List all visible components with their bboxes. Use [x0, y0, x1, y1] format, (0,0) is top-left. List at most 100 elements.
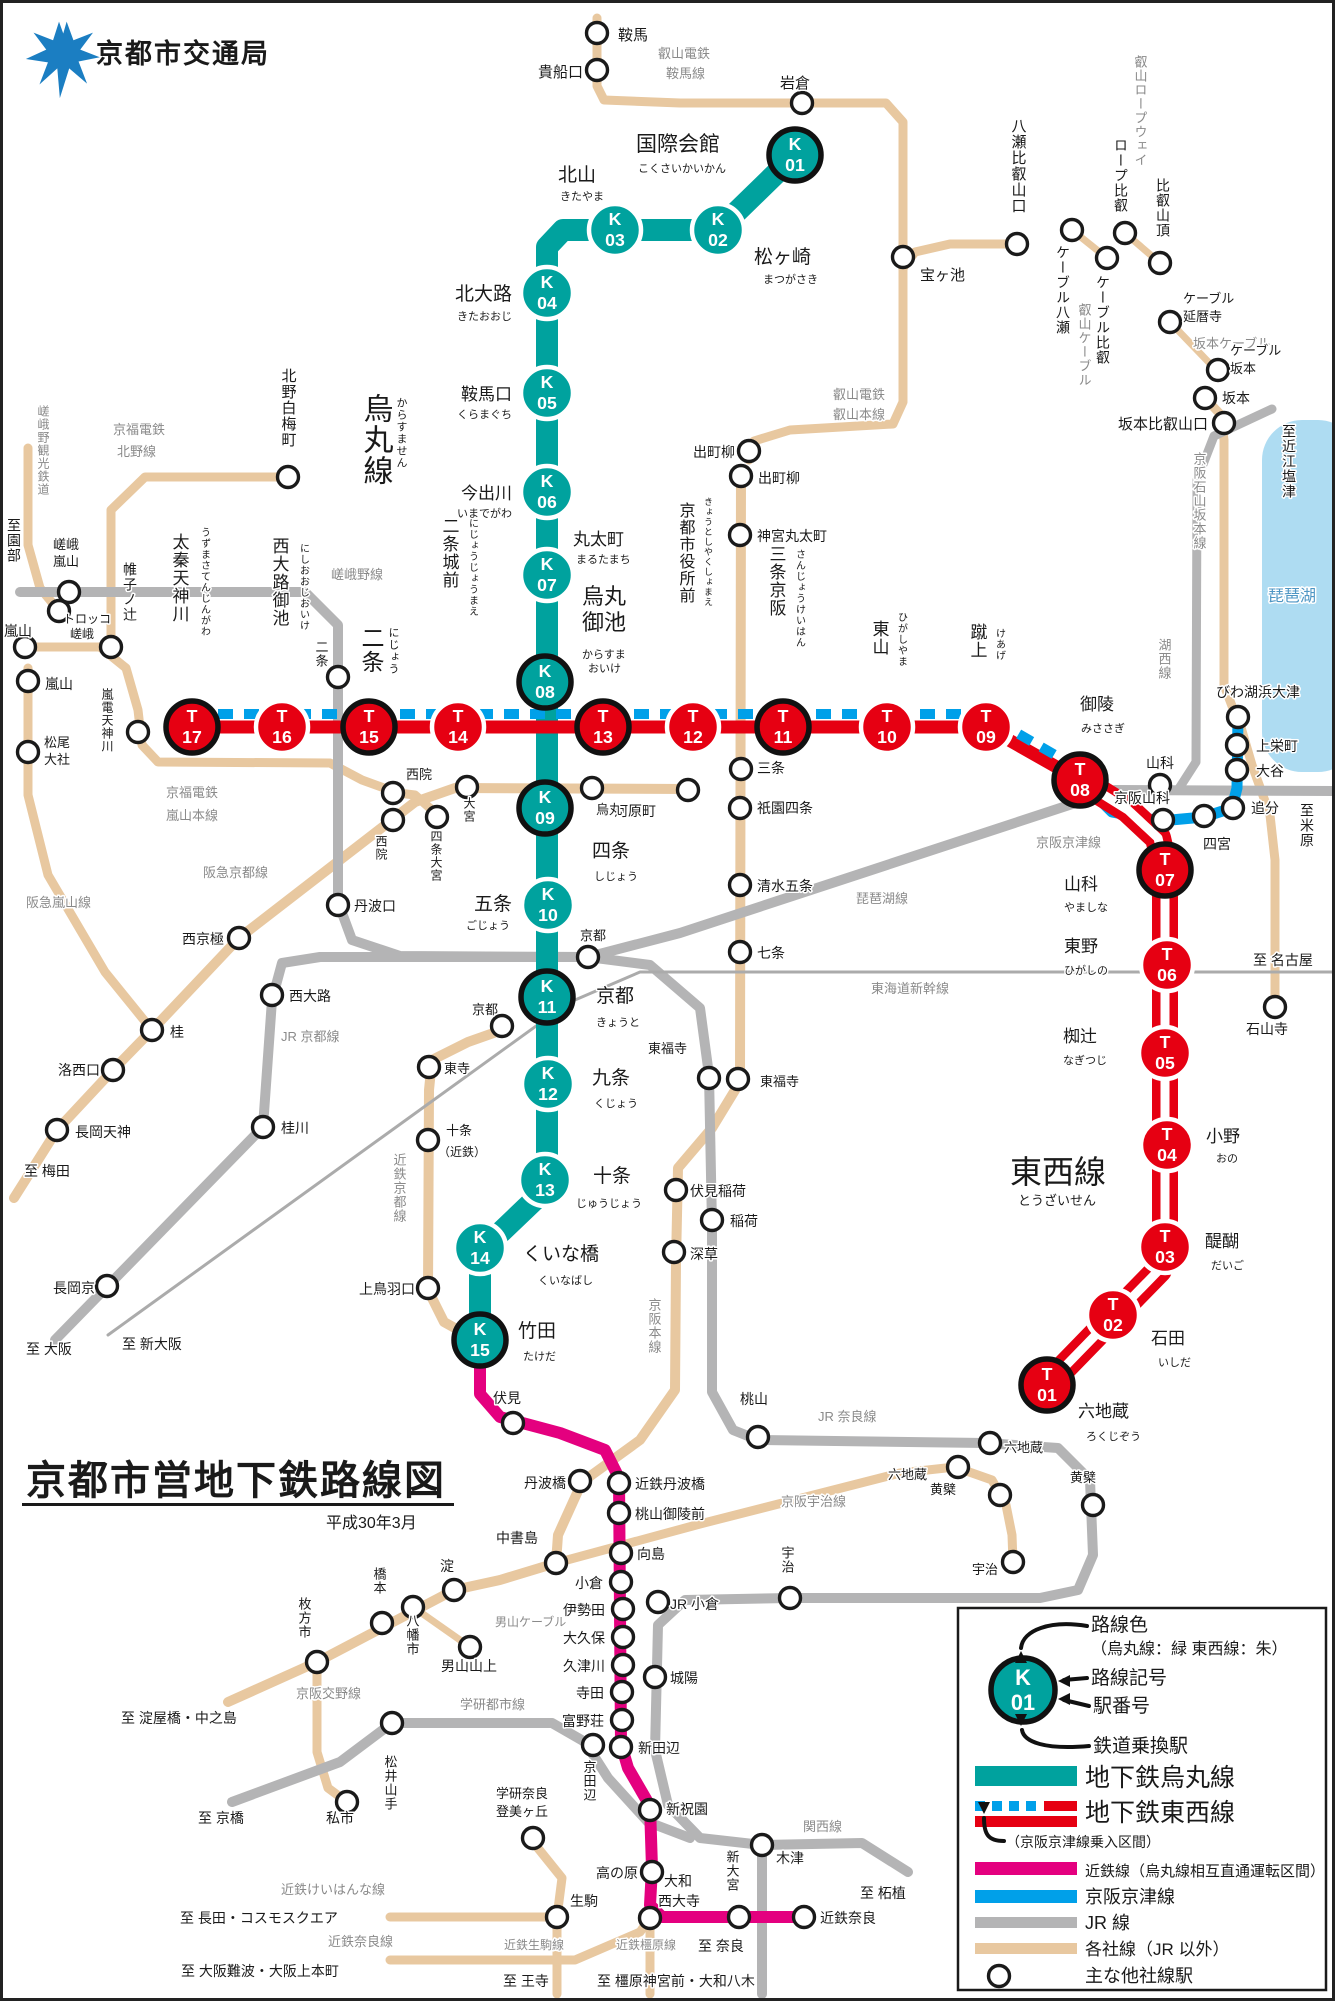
- label-至 京橋: 至 京橋: [198, 1810, 244, 1826]
- label-東海道新幹線: 東海道新幹線: [871, 981, 949, 996]
- station-烏丸: [579, 775, 605, 801]
- station-山科-JR: [1147, 772, 1173, 798]
- label-こくさいかいかん: こくさいかいかん: [638, 162, 726, 175]
- station-T01-letter: T: [1042, 1364, 1053, 1384]
- station-T07-letter: T: [1160, 849, 1171, 869]
- station-T12-letter: T: [688, 706, 699, 726]
- station-T07: T07: [1136, 841, 1194, 899]
- station-T06: T06: [1138, 936, 1196, 994]
- label-琵琶湖: 琵琶湖: [1268, 587, 1316, 605]
- label-（近鉄）: （近鉄）: [438, 1144, 486, 1159]
- label-登美ヶ丘: 登美ヶ丘: [496, 1804, 548, 1819]
- label-坂本: 坂本: [1222, 390, 1250, 406]
- legend-bar-近鉄線（烏丸線相互直通運転区間）: [975, 1862, 1077, 1875]
- station-出町柳-叡山: [736, 438, 762, 464]
- line-hankyu-kyoto: [9, 783, 693, 1203]
- station-T14: T14: [429, 698, 487, 756]
- station-大宮: [454, 774, 480, 800]
- station-T04-letter: T: [1162, 1124, 1173, 1144]
- station-黄檗-京阪: [987, 1482, 1013, 1508]
- label-中書島: 中書島: [496, 1530, 538, 1546]
- label-枚方市: 枚方市: [297, 1597, 312, 1639]
- station-T09-circle: [957, 698, 1015, 756]
- label-西大路: 西大路: [289, 988, 331, 1004]
- label-大社: 大社: [44, 752, 70, 767]
- station-T03-letter: T: [1160, 1226, 1171, 1246]
- label-国際会館: 国際会館: [636, 133, 720, 156]
- label-富野荘: 富野荘: [562, 1713, 604, 1729]
- station-T06-letter: T: [1162, 944, 1173, 964]
- station-洛西口: [100, 1057, 126, 1083]
- label-稲荷: 稲荷: [730, 1213, 758, 1229]
- label-近鉄京都線: 近鉄京都線: [392, 1153, 407, 1223]
- label-京阪京津線: 京阪京津線: [1036, 835, 1101, 850]
- line-kintetsu-tomigaoka: [528, 1837, 567, 1922]
- station-木津: [749, 1832, 775, 1858]
- station-K15: K15: [451, 1311, 509, 1369]
- station-T15-number: 15: [359, 727, 379, 747]
- label-大谷: 大谷: [1256, 763, 1284, 779]
- label-しじょう: しじょう: [594, 870, 638, 883]
- label-北大路: 北大路: [455, 283, 512, 305]
- station-久津川: [610, 1652, 636, 1678]
- label-京阪石山坂本線: 京阪石山坂本線: [1192, 452, 1207, 550]
- label-ごじょう: ごじょう: [466, 918, 510, 932]
- station-T11-letter: T: [778, 706, 789, 726]
- label-桂川: 桂川: [281, 1120, 309, 1136]
- station-T13: T13: [574, 698, 632, 756]
- legend-arrowhead: [1058, 1675, 1070, 1687]
- station-K10-letter: K: [542, 884, 555, 904]
- station-K05-number: 05: [537, 393, 557, 413]
- station-K11-circle: [518, 968, 576, 1026]
- label-坂本ケーブル: 坂本ケーブル: [1193, 336, 1270, 351]
- station-K07: K07: [518, 546, 576, 604]
- station-T03-number: 03: [1155, 1247, 1175, 1267]
- label-トロッコ: トロッコ: [63, 612, 111, 626]
- label-松ヶ崎: 松ヶ崎: [754, 246, 811, 268]
- label-けあげ: けあげ: [994, 628, 1005, 661]
- label-西大路御池: 西大路御池: [270, 537, 290, 627]
- station-T16-circle: [253, 698, 311, 756]
- label-京阪交野線: 京阪交野線: [296, 1686, 361, 1701]
- label-JR 小倉: JR 小倉: [670, 1596, 719, 1612]
- label-宇治: 宇治: [780, 1546, 795, 1574]
- station-K09-circle: [516, 779, 574, 837]
- label-まつがさき: まつがさき: [763, 272, 818, 286]
- station-T16: T16: [253, 698, 311, 756]
- station-K13: K13: [516, 1151, 574, 1209]
- station-K10-circle: [519, 876, 577, 934]
- station-K02-number: 02: [708, 230, 728, 250]
- station-T08-number: 08: [1070, 780, 1090, 800]
- station-生駒: [544, 1904, 570, 1930]
- label-至 大阪難波・大阪上本町: 至 大阪難波・大阪上本町: [181, 1963, 339, 1979]
- station-学研奈良登美ヶ丘: [520, 1825, 546, 1851]
- station-東福寺-京阪: [725, 1066, 751, 1092]
- legend-red-bar: [975, 1816, 1077, 1827]
- label-湖西線: 湖西線: [1157, 638, 1172, 680]
- station-K06-letter: K: [541, 471, 554, 491]
- station-びわ湖浜大津: [1225, 704, 1251, 730]
- station-T08-letter: T: [1075, 759, 1086, 779]
- station-貴船口: [584, 57, 610, 83]
- label-八瀬比叡山口: 八瀬比叡山口: [1010, 118, 1027, 214]
- legend-label-（京阪京津線乗入区間）: （京阪京津線乗入区間）: [1006, 1834, 1160, 1850]
- station-嵐山-嵐電: [12, 634, 38, 660]
- station-坂本比叡山口: [1211, 410, 1237, 436]
- legend-note-（烏丸線：緑 東西線：朱）: （烏丸線：緑 東西線：朱）: [1091, 1640, 1287, 1658]
- label-至 名古屋: 至 名古屋: [1253, 952, 1313, 968]
- station-長岡天神: [44, 1117, 70, 1143]
- station-K03-number: 03: [605, 230, 625, 250]
- label-私市: 私市: [326, 1810, 354, 1826]
- station-四宮: [1191, 803, 1217, 829]
- label-小倉: 小倉: [575, 1575, 603, 1591]
- label-六地蔵: 六地蔵: [1004, 1440, 1043, 1455]
- legend-note-鉄道乗換駅: 鉄道乗換駅: [1093, 1735, 1188, 1757]
- label-叡山ケーブル: 叡山ケーブル: [1077, 303, 1092, 387]
- station-上鳥羽口: [415, 1275, 441, 1301]
- label-西大寺: 西大寺: [658, 1893, 700, 1909]
- station-T13-circle: [574, 698, 632, 756]
- label-北山: 北山: [558, 164, 596, 186]
- label-御陵: 御陵: [1080, 695, 1114, 714]
- label-生駒: 生駒: [570, 1893, 598, 1909]
